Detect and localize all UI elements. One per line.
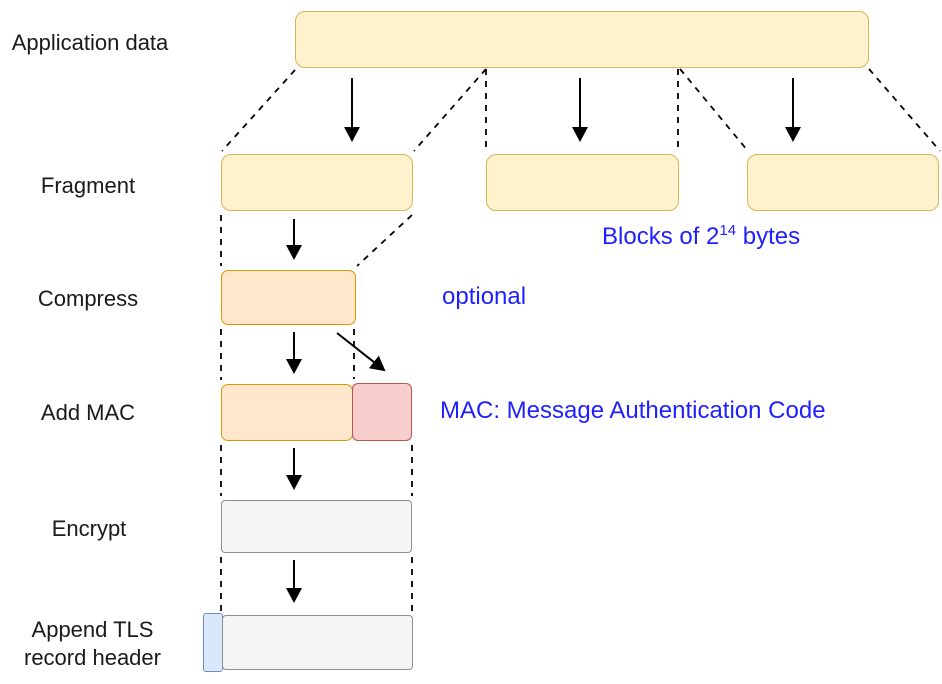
annotation-optional: optional	[442, 283, 527, 310]
compressed-block	[221, 270, 356, 325]
annotation-blocks-of-bytes: Blocks of 214 bytes	[602, 222, 800, 251]
fragment-block-3	[747, 154, 939, 211]
addmac-data-block	[221, 384, 353, 441]
guide-app-frag3-left	[679, 68, 749, 152]
annotation-blocks-exponent: 14	[719, 222, 737, 239]
guide-app-frag3-right	[868, 68, 941, 152]
fragment-block-1	[221, 154, 413, 211]
label-add-mac: Add MAC	[40, 400, 136, 425]
guide-frag1-compress-right	[356, 214, 413, 267]
annotation-blocks-prefix: Blocks of 2	[602, 223, 720, 250]
label-append-line2: record header	[24, 645, 161, 670]
tls-record-header-block	[203, 613, 223, 672]
annotation-mac-definition: MAC: Message Authentication Code	[440, 397, 826, 424]
label-append-tls-record-header: Append TLS record header	[0, 616, 185, 672]
guide-app-frag1-left	[221, 69, 296, 152]
fragment-block-2	[486, 154, 679, 211]
label-encrypt: Encrypt	[51, 516, 127, 541]
encrypted-block	[221, 500, 412, 553]
append-payload-block	[222, 615, 413, 670]
label-application-data: Application data	[11, 30, 169, 55]
arrow-compress-to-macblock	[336, 332, 386, 372]
mac-block	[352, 383, 412, 441]
guide-app-frag1-right	[413, 68, 487, 152]
application-data-block	[295, 11, 869, 68]
label-append-line1: Append TLS	[31, 617, 154, 642]
label-compress: Compress	[37, 286, 139, 311]
label-fragment: Fragment	[40, 173, 136, 198]
annotation-blocks-suffix: bytes	[736, 223, 801, 250]
